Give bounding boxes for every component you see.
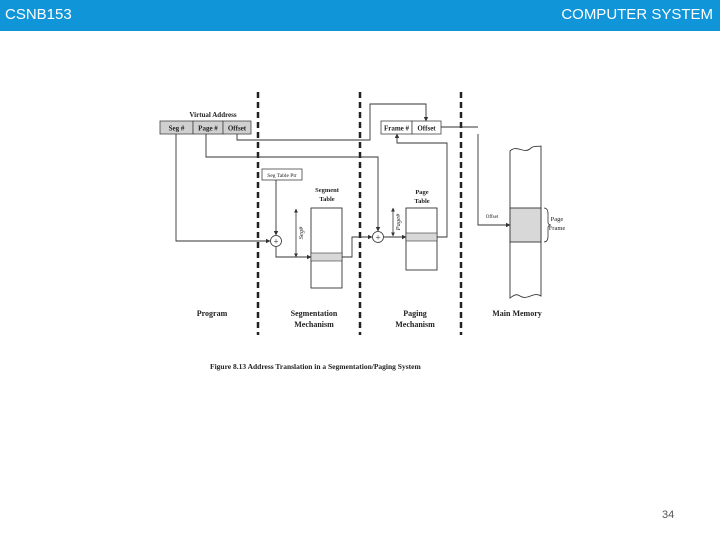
section-segmentation-2: Mechanism bbox=[294, 320, 334, 329]
adder-to-segment-entry bbox=[275, 247, 312, 260]
page-table-label-2: Table bbox=[414, 198, 429, 205]
page-num-to-adder bbox=[205, 134, 381, 232]
course-code: CSNB153 bbox=[5, 6, 72, 23]
segment-table bbox=[310, 207, 343, 289]
frame-to-memory bbox=[477, 134, 511, 228]
page-adder-symbol: + bbox=[375, 233, 380, 243]
page-number: 34 bbox=[662, 509, 675, 521]
seg-table-ptr-register: Seg Table Ptr bbox=[261, 168, 303, 181]
physical-address-register: Frame # Offset bbox=[380, 120, 442, 135]
va-field-offset: Offset bbox=[228, 125, 247, 133]
seg-adder-symbol: + bbox=[273, 237, 278, 247]
section-paging-2: Mechanism bbox=[395, 320, 435, 329]
connector-lines bbox=[175, 103, 511, 260]
main-memory bbox=[509, 145, 542, 299]
segment-table-label-2: Table bbox=[319, 196, 334, 203]
page-frame-label-2: Frame bbox=[549, 225, 566, 232]
seg-adder: + bbox=[270, 235, 282, 247]
seg-num-to-adder bbox=[175, 134, 271, 244]
virtual-address-register: Seg # Page # Offset bbox=[159, 120, 252, 135]
page-side-label: Page# bbox=[395, 213, 402, 231]
figure-caption: Figure 8.13 Address Translation in a Seg… bbox=[210, 362, 421, 371]
section-main-memory: Main Memory bbox=[492, 309, 542, 318]
virtual-address-label: Virtual Address bbox=[189, 111, 237, 119]
course-title: COMPUTER SYSTEM bbox=[561, 6, 713, 23]
segment-entry-to-page-adder bbox=[342, 234, 373, 258]
pa-field-offset: Offset bbox=[417, 125, 436, 133]
seg-table-ptr-label: Seg Table Ptr bbox=[267, 173, 297, 179]
page-table-label-1: Page bbox=[415, 189, 428, 196]
va-field-seg: Seg # bbox=[169, 125, 185, 133]
section-program: Program bbox=[197, 309, 228, 318]
section-paging-1: Paging bbox=[403, 309, 427, 318]
page-frame-brace bbox=[543, 207, 552, 243]
page-adder: + bbox=[372, 231, 384, 243]
pa-field-frame: Frame # bbox=[384, 125, 410, 133]
va-field-page: Page # bbox=[198, 125, 218, 133]
seg-side-label: Seg# bbox=[298, 226, 305, 239]
memory-offset-label: Offset bbox=[486, 215, 499, 220]
header-bar: CSNB153 COMPUTER SYSTEM bbox=[0, 0, 720, 31]
page-table bbox=[405, 207, 438, 271]
page-entry-to-frame bbox=[394, 133, 448, 238]
page-frame-label-1: Page bbox=[551, 216, 564, 223]
section-labels: Program Segmentation Mechanism Paging Me… bbox=[197, 309, 542, 329]
va-offset-to-pa-offset bbox=[236, 103, 429, 141]
section-dividers bbox=[256, 92, 463, 335]
section-segmentation-1: Segmentation bbox=[291, 309, 338, 318]
segment-table-label-1: Segment bbox=[315, 187, 340, 194]
